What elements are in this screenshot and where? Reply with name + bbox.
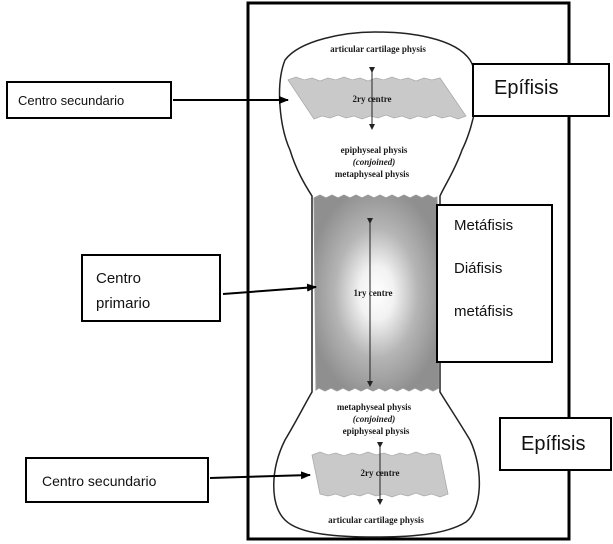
upper-conjoined-label: (conjoined)	[353, 157, 396, 167]
epiphysis-bottom-box: Epífisis	[499, 417, 612, 471]
top-secondary-centre	[287, 76, 467, 120]
bottom-centre-label: 2ry centre	[360, 468, 399, 478]
secondary-bottom-pointer	[209, 471, 311, 480]
bottom-articular-label: articular cartilage physis	[328, 515, 424, 525]
top-centre-label: 2ry centre	[352, 94, 391, 104]
secondary-centre-top-box: Centro secundario	[6, 81, 172, 119]
epiphysis-top-label: Epífisis	[494, 77, 559, 99]
primary-pointer	[222, 283, 317, 295]
epiphysis-bottom-label: Epífisis	[521, 433, 586, 455]
lower-metaphyseal-label: metaphyseal physis	[337, 402, 412, 412]
metaphysis-label: Metáfisis	[454, 217, 514, 234]
secondary-centre-top-label: Centro secundario	[18, 93, 125, 108]
primary-centre-label-line2: primario	[96, 295, 151, 312]
diaphysis-shaft	[313, 194, 440, 392]
secondary-centre-bottom-box: Centro secundario	[25, 457, 209, 503]
lower-conjoined-label: (conjoined)	[353, 414, 396, 424]
metaphysis-lower-label: metáfisis	[454, 303, 514, 320]
primary-centre-label-line1: Centro	[96, 270, 142, 287]
diaphysis-label: Diáfisis	[454, 260, 503, 277]
top-articular-label: articular cartilage physis	[330, 44, 426, 54]
primary-centre-box: Centro primario	[81, 254, 221, 322]
primary-centre-label: 1ry centre	[353, 288, 392, 298]
upper-metaphyseal-label: metaphyseal physis	[335, 169, 410, 179]
lower-epiphyseal-label: epiphyseal physis	[343, 426, 410, 436]
epiphysis-top-box: Epífisis	[472, 63, 610, 117]
secondary-centre-bottom-label: Centro secundario	[42, 473, 157, 489]
shaft-regions-box: Metáfisis Diáfisis metáfisis	[436, 204, 553, 363]
upper-epiphyseal-label: epiphyseal physis	[341, 145, 408, 155]
